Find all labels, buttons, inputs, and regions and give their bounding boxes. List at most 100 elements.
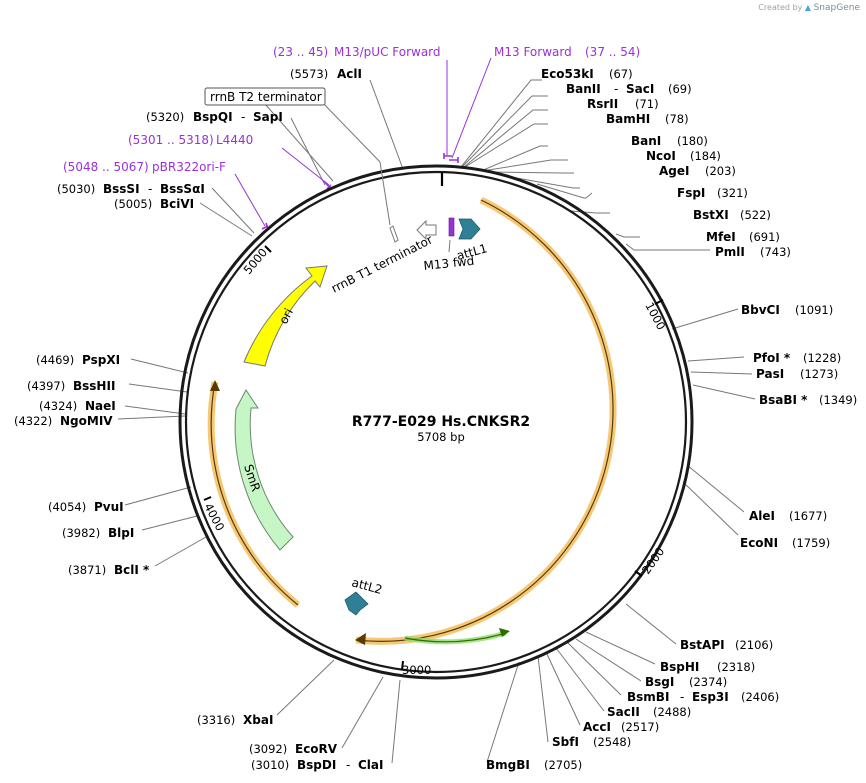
- scale-ticks: [203, 245, 664, 671]
- econi-name: EcoNI: [740, 536, 778, 550]
- attl1-feature: [458, 218, 481, 240]
- green-orf-arc-line: [404, 632, 507, 643]
- bsmbi-dash: -: [680, 690, 684, 704]
- orf-arc-right-head: [355, 633, 366, 645]
- bsmbi-pos: (2406): [741, 690, 779, 704]
- l4440-name: L4440: [216, 133, 253, 147]
- bmgbi-pos: (2705): [544, 758, 582, 772]
- smr-feature: [234, 389, 294, 551]
- bsssai-name: BssSαI: [160, 182, 205, 196]
- bspqi-name: BspQI: [193, 110, 233, 124]
- pspxi-name: PspXI: [82, 353, 120, 367]
- bspdi-pos: (3010): [251, 758, 289, 772]
- mfei-pos: (691): [749, 230, 780, 244]
- backbone-outer: [178, 164, 694, 680]
- ncoi-name: NcoI: [646, 149, 676, 163]
- bbvci-name: BbvCI: [741, 303, 780, 317]
- bcivi-name: BciVI: [160, 197, 194, 211]
- bsssi-pos: (5030): [57, 182, 95, 196]
- bsgi-pos: (2374): [689, 675, 727, 689]
- bani-pos: (180): [677, 134, 708, 148]
- eco53ki-pos: (67): [609, 67, 633, 81]
- bsssi-name: BssSI: [103, 182, 140, 196]
- ngomiv-name: NgoMIV: [60, 414, 113, 428]
- bsmbi-name: BsmBI: [627, 690, 669, 704]
- bamhi-name: BamHI: [606, 112, 650, 126]
- acli-name: AclI: [337, 67, 362, 81]
- m13-fwd-feature: [448, 217, 455, 237]
- backbone-inner: [184, 170, 688, 674]
- tick-label-3000: 3000: [402, 663, 431, 677]
- pasi-name: PasI: [756, 367, 784, 381]
- bstapi-name: BstAPI: [680, 638, 725, 652]
- rsrii-pos: (71): [635, 97, 659, 111]
- m13puc-range: (23 .. 45): [273, 45, 328, 59]
- snapgene-credit: Created by ▲ SnapGene: [758, 3, 860, 13]
- bspqi-pos: (5320): [146, 110, 184, 124]
- bcli-pos: (3871): [68, 563, 106, 577]
- plasmid-length: 5708 bp: [417, 430, 465, 444]
- ngomiv-pos: (4322): [14, 414, 52, 428]
- credit-prefix: Created by: [758, 3, 803, 12]
- bsshii-pos: (4397): [27, 379, 65, 393]
- bspdi-name: BspDI: [297, 758, 336, 772]
- m13puc-name: M13/pUC Forward: [334, 45, 441, 59]
- xbai-name: XbaI: [243, 713, 273, 727]
- eco53ki-name: Eco53kI: [541, 67, 594, 81]
- sacii-pos: (2488): [653, 705, 691, 719]
- clai-name: ClaI: [358, 758, 383, 772]
- acci-name: AccI: [583, 720, 611, 734]
- banii-pos: (69): [668, 82, 692, 96]
- pmli-pos: (743): [760, 245, 791, 259]
- orf-arc-left-head: [210, 380, 220, 391]
- bsssi-dash: -: [148, 182, 152, 196]
- pspxi-pos: (4469): [36, 353, 74, 367]
- bcivi-pos: (5005): [114, 197, 152, 211]
- naei-name: NaeI: [85, 399, 116, 413]
- ecorv-name: EcoRV: [295, 742, 338, 756]
- rrnb-t1-label: rrnB T1 terminator: [329, 232, 435, 295]
- sbfi-pos: (2548): [593, 735, 631, 749]
- orf-arc-right-line: [355, 199, 614, 642]
- attl2-feature: [344, 591, 369, 616]
- ori-label: ori: [276, 306, 296, 326]
- m13-forward-range: (37 .. 54): [585, 45, 640, 59]
- rrnb-t2-label-box: [204, 87, 326, 106]
- banii-name: BanII: [566, 82, 601, 96]
- sapi-name: SapI: [253, 110, 283, 124]
- bani-name: BanI: [631, 134, 661, 148]
- rrnb-t2-feature: [389, 225, 399, 243]
- sacii-name: SacII: [607, 705, 640, 719]
- rrnb-t2-label: rrnB T2 terminator: [210, 90, 322, 104]
- esp3i-name: Esp3I: [692, 690, 729, 704]
- bstapi-pos: (2106): [735, 638, 773, 652]
- enzyme-labels-right: Eco53kI (67) BanII - SacI (69) RsrII (71…: [486, 67, 857, 772]
- bsphi-pos: (2318): [717, 660, 755, 674]
- orf-arc-left-line: [210, 381, 299, 606]
- ecorv-pos: (3092): [249, 742, 287, 756]
- acci-pos: (2517): [621, 720, 659, 734]
- alei-name: AleI: [749, 509, 775, 523]
- rsrii-name: RsrII: [587, 97, 618, 111]
- pasi-pos: (1273): [800, 367, 838, 381]
- xbai-pos: (3316): [197, 713, 235, 727]
- snapgene-logo-icon: ▲: [804, 3, 812, 12]
- bbvci-pos: (1091): [795, 303, 833, 317]
- credit-brand: SnapGene: [813, 3, 860, 13]
- pfoi-name: PfoI *: [753, 351, 791, 365]
- blpi-pos: (3982): [62, 526, 100, 540]
- pvui-pos: (4054): [48, 500, 86, 514]
- naei-pos: (4324): [39, 399, 77, 413]
- acli-pos: (5573): [290, 67, 328, 81]
- bsgi-name: BsgI: [645, 675, 674, 689]
- primer-marks: [261, 153, 459, 230]
- bamhi-pos: (78): [665, 112, 689, 126]
- bstxi-name: BstXI: [693, 208, 729, 222]
- bmgbi-name: BmgBI: [486, 758, 530, 772]
- agei-pos: (203): [705, 164, 736, 178]
- l4440-range: (5301 .. 5318): [128, 133, 214, 147]
- agei-name: AgeI: [659, 164, 689, 178]
- m13-forward-name: M13 Forward: [494, 45, 572, 59]
- green-orf-arc-head: [499, 628, 510, 637]
- ncoi-pos: (184): [690, 149, 721, 163]
